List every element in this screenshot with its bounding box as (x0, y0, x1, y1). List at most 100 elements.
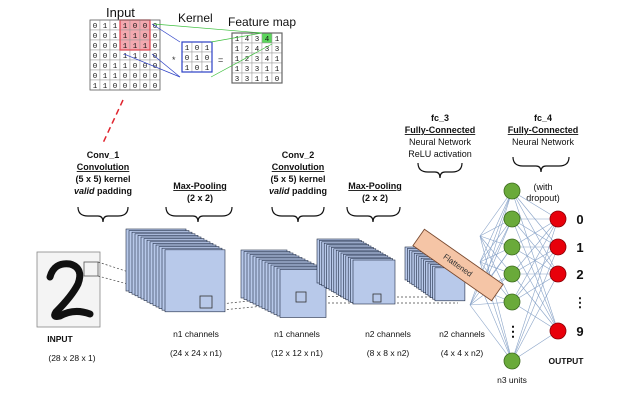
input-matrix-value: 0 (113, 43, 118, 51)
connection-line (479, 218, 513, 263)
pool2-title: Max-Pooling (348, 181, 402, 191)
input-matrix-value: 0 (143, 23, 148, 31)
input-matrix-value: 0 (133, 23, 138, 31)
connection-line (511, 218, 559, 248)
hidden-node (503, 265, 521, 283)
feature-map-value: 3 (265, 46, 270, 54)
hidden-node (503, 293, 521, 311)
pool2-brace (346, 206, 401, 223)
connection-line (511, 190, 559, 275)
input-matrix-value: 1 (133, 33, 138, 41)
conv1-receptive-field (199, 295, 213, 309)
kernel-matrix-value: 1 (195, 55, 200, 63)
output-layer-nodes: 012⋮9 (549, 210, 587, 340)
pool2-caption: Max-Pooling (2 x 2) (348, 181, 402, 203)
input-matrix-value: 0 (93, 73, 98, 81)
input-matrix-value: 0 (153, 43, 158, 51)
conv2-type: Convolution (272, 162, 325, 172)
fc3-network: Neural Network (409, 137, 472, 147)
pool1-feature-stack (240, 249, 327, 318)
conv1-kernel: (5 x 5) kernel (75, 174, 130, 184)
input-matrix-value: 0 (143, 53, 148, 61)
flattened-rect (412, 228, 504, 302)
conv1-padding: valid padding (74, 186, 132, 196)
connection-line (479, 235, 513, 303)
output-node (549, 265, 567, 283)
input-name: INPUT (47, 334, 73, 344)
feature-map-value: 4 (265, 56, 270, 64)
feature-map-layer (352, 259, 396, 305)
input-matrix-value: 0 (93, 53, 98, 61)
kernel-matrix-label: Kernel (178, 11, 213, 25)
input-matrix-value: 0 (113, 83, 118, 91)
pool1-brace (165, 206, 233, 223)
input-matrix-value: 0 (103, 33, 108, 41)
input-matrix-value: 1 (143, 43, 148, 51)
input-matrix-value: 1 (123, 43, 128, 51)
feature-map-value: 1 (235, 66, 240, 74)
feature-map-value: 4 (255, 46, 260, 54)
flattened-bar: Flattened (412, 228, 504, 302)
conv2-padding-em: valid (269, 186, 290, 196)
kernel-matrix-value: 1 (185, 65, 190, 73)
feature-map-value: 3 (245, 66, 250, 74)
input-image-block (36, 251, 101, 328)
input-matrix-value: 1 (103, 23, 108, 31)
conv2-title: Conv_2 (282, 150, 315, 160)
feature-map-value: 0 (275, 76, 280, 84)
kernel-matrix-value: 0 (195, 65, 200, 73)
input-matrix-value: 1 (113, 63, 118, 71)
block2-name: n1 channels (274, 329, 320, 339)
connection-line (511, 246, 559, 362)
pool2-size: (2 x 2) (362, 193, 388, 203)
kernel-matrix-value: 0 (205, 55, 210, 63)
equals-sign: = (218, 55, 223, 65)
input-matrix-value: 0 (93, 23, 98, 31)
kernel-connector-line (151, 53, 181, 78)
feature-connector-line (210, 32, 263, 43)
feature-map-value: 3 (255, 56, 260, 64)
feature-map-value: 1 (235, 46, 240, 54)
input-matrix-value: 0 (103, 63, 108, 71)
input-matrix-value: 0 (143, 33, 148, 41)
input-matrix-value: 0 (93, 33, 98, 41)
fc3-brace (417, 162, 463, 179)
feature-map-label: Feature map (228, 15, 296, 29)
connection-line (479, 190, 513, 263)
pool1-caption: Max-Pooling (2 x 2) (173, 181, 227, 203)
hidden-node (503, 352, 521, 370)
block4-dims: (4 x 4 x n2) (441, 348, 484, 358)
kernel-matrix-value: 1 (205, 65, 210, 73)
hidden-node (503, 210, 521, 228)
feature-map-value: 1 (275, 56, 280, 64)
conv2-feature-stack (316, 238, 396, 305)
input-matrix-value: 0 (153, 83, 158, 91)
feature-map-value: 1 (235, 36, 240, 44)
fc4-dropout-1: (with (533, 182, 552, 192)
feature-map-value: 3 (255, 66, 260, 74)
connection-line (481, 289, 513, 362)
input-matrix-value: 1 (123, 63, 128, 71)
feature-connector-line (210, 43, 273, 78)
connection-line (479, 235, 513, 362)
feature-map-value: 2 (245, 56, 250, 64)
feature-map-value: 1 (275, 66, 280, 74)
connection-line (469, 304, 513, 362)
block2-dims: (12 x 12 x n1) (271, 348, 323, 358)
input-matrix: 0111000001110000011100001100001100001100… (89, 19, 161, 91)
output-node (549, 322, 567, 340)
block3-name: n2 channels (365, 329, 411, 339)
block-labels: INPUT (28 x 28 x 1) n1 channels (24 x 24… (47, 329, 584, 385)
output-node (549, 210, 567, 228)
kernel-matrix-value: 0 (185, 55, 190, 63)
connection-line (511, 273, 559, 303)
output-node (549, 238, 567, 256)
connection-line (511, 218, 559, 303)
input-matrix-value: 1 (93, 83, 98, 91)
kernel-matrix-value: 0 (195, 45, 200, 53)
feature-map-value: 1 (255, 76, 260, 84)
